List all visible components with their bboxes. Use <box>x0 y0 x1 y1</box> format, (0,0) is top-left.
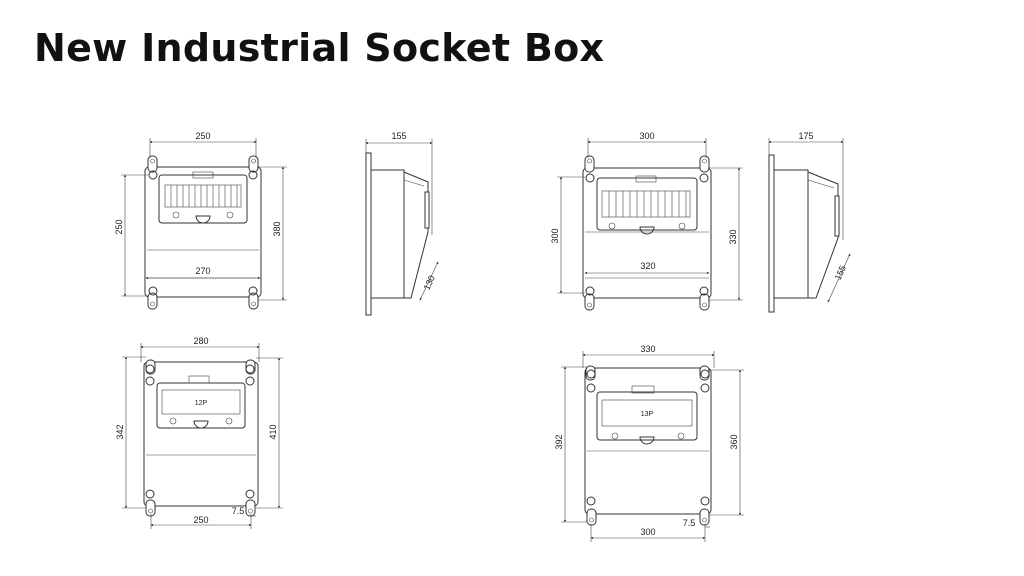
dim-width-top: 330 <box>640 344 655 354</box>
dim-width-top: 280 <box>193 336 208 346</box>
front-view-12p: 12P 280 342 410 250 7.5 <box>115 336 283 529</box>
dim-height-right: 330 <box>728 229 738 244</box>
front-view-large: 300 300 330 320 <box>550 131 743 311</box>
module-label: 12P <box>195 400 208 407</box>
dim-depth: 175 <box>798 131 813 141</box>
dim-angle: 130 <box>422 274 437 292</box>
front-view-small: 250 250 380 270 <box>114 131 287 310</box>
dim-inner: 320 <box>640 261 655 271</box>
dim-height-left: 250 <box>114 219 124 234</box>
dim-width: 250 <box>195 131 210 141</box>
front-view-13p: 13P 330 392 360 300 7.5 <box>554 344 744 542</box>
dim-width-bottom: 250 <box>193 515 208 525</box>
side-view-large: 175 155 <box>768 131 851 313</box>
dim-height-left: 300 <box>550 228 560 243</box>
dim-height-right: 380 <box>272 221 282 236</box>
dim-height-right: 410 <box>268 424 278 439</box>
dim-height-right: 360 <box>729 434 739 449</box>
dim-inner: 270 <box>195 266 210 276</box>
page-title: New Industrial Socket Box <box>34 26 605 70</box>
dim-width-bottom: 300 <box>640 527 655 537</box>
dim-depth: 155 <box>391 131 406 141</box>
side-view-small: 155 130 <box>365 131 439 316</box>
dim-width: 300 <box>639 131 654 141</box>
dim-angle: 155 <box>833 264 848 282</box>
dim-offset: 7.5 <box>683 518 696 528</box>
module-label: 13P <box>641 411 654 418</box>
dim-height-left: 392 <box>554 434 564 449</box>
dim-height-left: 342 <box>115 424 125 439</box>
dim-offset: 7.5 <box>232 506 245 516</box>
